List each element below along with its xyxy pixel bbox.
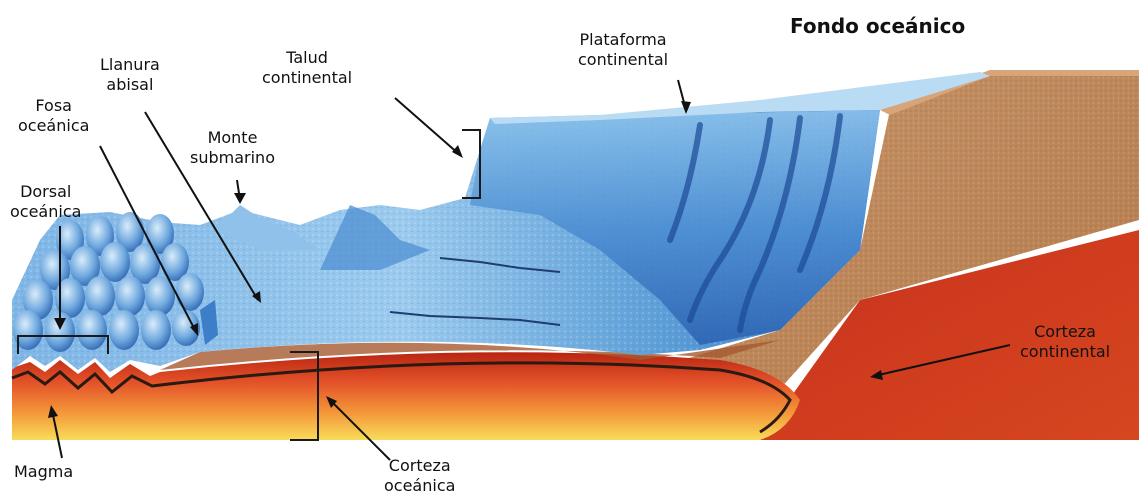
label-dorsal-oceanica: Dorsal oceánica <box>10 182 81 222</box>
label-line: Dorsal <box>10 182 81 202</box>
label-line: oceánica <box>10 202 81 222</box>
label-line: Llanura <box>100 55 160 75</box>
label-line: Talud <box>262 48 352 68</box>
label-line: Plataforma <box>578 30 668 50</box>
label-line: Corteza <box>384 456 455 476</box>
label-llanura-abisal: Llanura abisal <box>100 55 160 95</box>
diagram-title: Fondo oceánico <box>790 14 965 38</box>
label-talud-continental: Talud continental <box>262 48 352 88</box>
label-monte-submarino: Monte submarino <box>190 128 275 168</box>
label-line: continental <box>1020 342 1110 362</box>
label-line: submarino <box>190 148 275 168</box>
label-line: abisal <box>100 75 160 95</box>
label-line: oceánica <box>18 116 89 136</box>
label-line: oceánica <box>384 476 455 496</box>
label-line: continental <box>262 68 352 88</box>
label-line: Corteza <box>1020 322 1110 342</box>
label-corteza-continental: Corteza continental <box>1020 322 1110 362</box>
label-fosa-oceanica: Fosa oceánica <box>18 96 89 136</box>
label-line: Fosa <box>18 96 89 116</box>
label-corteza-oceanica: Corteza oceánica <box>384 456 455 496</box>
label-line: continental <box>578 50 668 70</box>
label-magma: Magma <box>14 462 73 482</box>
label-plataforma-continental: Plataforma continental <box>578 30 668 70</box>
label-line: Monte <box>190 128 275 148</box>
